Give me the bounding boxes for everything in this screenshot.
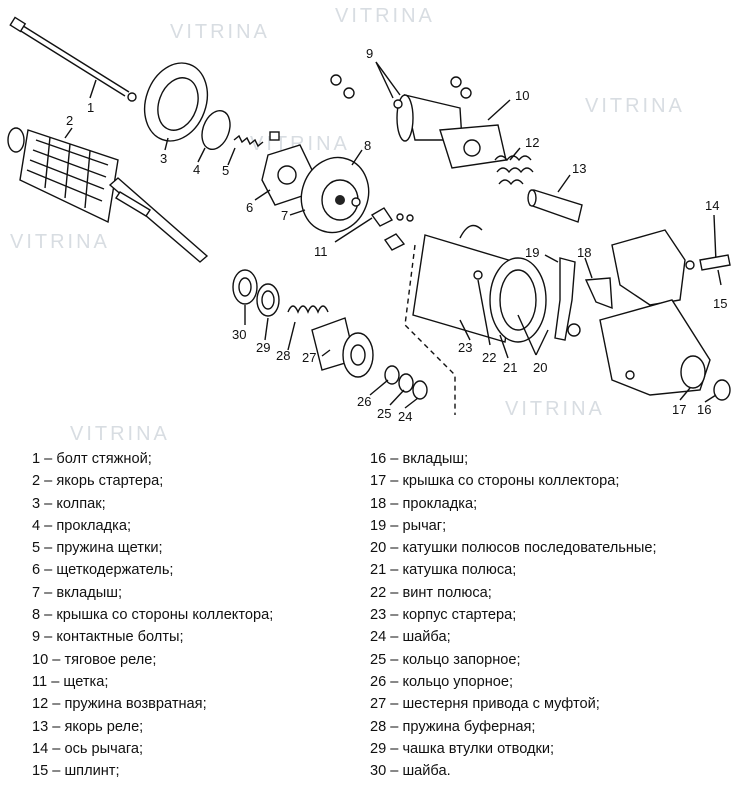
legend-item: 23 – корпус стартера; bbox=[370, 607, 517, 624]
exploded-starter-diagram: VITRINA VITRINA VITRINA VITRINA VITRINA … bbox=[7, 5, 731, 440]
callout-15: 15 bbox=[713, 296, 727, 311]
callout-16: 16 bbox=[697, 402, 711, 417]
part-gasket bbox=[201, 109, 231, 151]
callout-10: 10 bbox=[515, 88, 529, 103]
callout-24: 24 bbox=[398, 409, 412, 424]
callout-14: 14 bbox=[705, 198, 719, 213]
callout-4: 4 bbox=[193, 162, 200, 177]
part-solenoid-relay bbox=[393, 94, 507, 169]
legend-item: 22 – винт полюса; bbox=[370, 584, 492, 601]
part-lock-ring bbox=[398, 373, 414, 393]
callout-13: 13 bbox=[572, 161, 586, 176]
callout-23: 23 bbox=[458, 340, 472, 355]
callout-12: 12 bbox=[525, 135, 539, 150]
callout-2: 2 bbox=[66, 113, 73, 128]
legend-item: 29 – чашка втулки отводки; bbox=[370, 740, 555, 757]
parts-legend: 1 – болт стяжной; 2 – якорь стартера; 3 … bbox=[0, 448, 750, 810]
part-brush-holder bbox=[261, 131, 313, 206]
callout-numbers: 1 2 3 4 5 6 7 8 9 10 11 12 13 14 15 16 1… bbox=[66, 46, 727, 424]
legend-item: 7 – вкладыш; bbox=[32, 584, 123, 601]
part-contact-bolts bbox=[330, 74, 472, 99]
legend-item: 20 – катушки полюсов последовательные; bbox=[370, 540, 657, 557]
legend-item: 16 – вкладыш; bbox=[370, 451, 469, 467]
legend-item: 5 – пружина щетки; bbox=[32, 540, 163, 557]
part-lever-axle bbox=[713, 214, 717, 263]
callout-5: 5 bbox=[222, 163, 229, 178]
part-tie-bolt bbox=[9, 16, 137, 102]
legend-column-left: 1 – болт стяжной; 2 – якорь стартера; 3 … bbox=[32, 448, 273, 782]
legend-item: 27 – шестерня привода с муфтой; bbox=[370, 696, 600, 713]
legend-item: 11 – щетка; bbox=[32, 673, 109, 690]
callout-17: 17 bbox=[672, 402, 686, 417]
callout-29: 29 bbox=[256, 340, 270, 355]
part-buffer-spring bbox=[287, 305, 329, 314]
watermark-text: VITRINA bbox=[10, 231, 110, 253]
callout-9: 9 bbox=[366, 46, 373, 61]
watermark-text: VITRINA bbox=[70, 423, 170, 440]
part-brush bbox=[370, 207, 414, 251]
legend-item: 25 – кольцо запорное; bbox=[370, 651, 521, 668]
callout-7: 7 bbox=[281, 208, 288, 223]
legend-item: 1 – болт стяжной; bbox=[32, 451, 152, 467]
legend-item: 30 – шайба. bbox=[370, 763, 451, 780]
dashed-bracket bbox=[404, 244, 456, 415]
callout-27: 27 bbox=[302, 350, 316, 365]
legend-item: 3 – колпак; bbox=[32, 495, 106, 512]
legend-item: 18 – прокладка; bbox=[370, 495, 478, 512]
legend-item: 12 – пружина возвратная; bbox=[32, 696, 207, 713]
callout-21: 21 bbox=[503, 360, 517, 375]
part-commutator-end-cover bbox=[300, 156, 370, 234]
watermark-text: VITRINA bbox=[170, 21, 270, 43]
part-drive-end-cover bbox=[599, 229, 711, 396]
part-armature bbox=[7, 127, 209, 263]
legend-column-right: 16 – вкладыш; 17 – крышка со стороны кол… bbox=[370, 448, 657, 782]
part-thrust-ring bbox=[384, 365, 400, 385]
legend-item: 4 – прокладка; bbox=[32, 517, 132, 534]
part-gasket-18 bbox=[584, 277, 613, 310]
callout-11: 11 bbox=[314, 244, 328, 259]
callout-20: 20 bbox=[533, 360, 547, 375]
watermark-layer: VITRINA VITRINA VITRINA VITRINA VITRINA … bbox=[10, 5, 685, 440]
part-bushing-cup bbox=[256, 283, 280, 317]
legend-item: 15 – шплинт; bbox=[32, 763, 120, 780]
legend-item: 26 – кольцо упорное; bbox=[370, 673, 514, 690]
callout-1: 1 bbox=[87, 100, 94, 115]
callout-30: 30 bbox=[232, 327, 246, 342]
part-cap bbox=[143, 62, 209, 142]
part-washer-24 bbox=[412, 380, 428, 400]
legend-item: 9 – контактные болты; bbox=[32, 629, 184, 646]
leader-lines bbox=[64, 61, 722, 409]
legend-item: 2 – якорь стартера; bbox=[32, 473, 164, 490]
legend-item: 19 – рычаг; bbox=[370, 517, 447, 534]
legend-item: 13 – якорь реле; bbox=[32, 718, 144, 735]
callout-6: 6 bbox=[246, 200, 253, 215]
legend-item: 24 – шайба; bbox=[370, 629, 451, 646]
part-bushing-16 bbox=[713, 379, 731, 401]
legend-item: 14 – ось рычага; bbox=[32, 740, 144, 757]
legend-item: 28 – пружина буферная; bbox=[370, 718, 536, 735]
part-starter-housing bbox=[412, 224, 547, 343]
legend-item: 10 – тяговое реле; bbox=[32, 651, 157, 668]
callout-8: 8 bbox=[364, 138, 371, 153]
legend-item: 17 – крышка со стороны коллектора; bbox=[370, 473, 620, 490]
part-relay-armature bbox=[527, 189, 583, 223]
callout-26: 26 bbox=[357, 394, 371, 409]
callout-19: 19 bbox=[525, 245, 539, 260]
legend-item: 6 – щеткодержатель; bbox=[32, 562, 174, 579]
watermark-text: VITRINA bbox=[585, 95, 685, 117]
watermark-text: VITRINA bbox=[505, 398, 605, 420]
legend-item: 8 – крышка со стороны коллектора; bbox=[32, 607, 274, 624]
part-brush-spring bbox=[233, 134, 264, 148]
callout-28: 28 bbox=[276, 348, 290, 363]
part-cotter-pin bbox=[699, 254, 731, 271]
watermark-text: VITRINA bbox=[335, 5, 435, 27]
callout-22: 22 bbox=[482, 350, 496, 365]
part-lever bbox=[554, 257, 576, 341]
part-washer-30 bbox=[232, 269, 258, 305]
callout-3: 3 bbox=[160, 151, 167, 166]
part-drive-pinion bbox=[311, 317, 374, 378]
legend-item: 21 – катушка полюса; bbox=[370, 562, 517, 579]
callout-18: 18 bbox=[577, 245, 591, 260]
callout-25: 25 bbox=[377, 406, 391, 421]
